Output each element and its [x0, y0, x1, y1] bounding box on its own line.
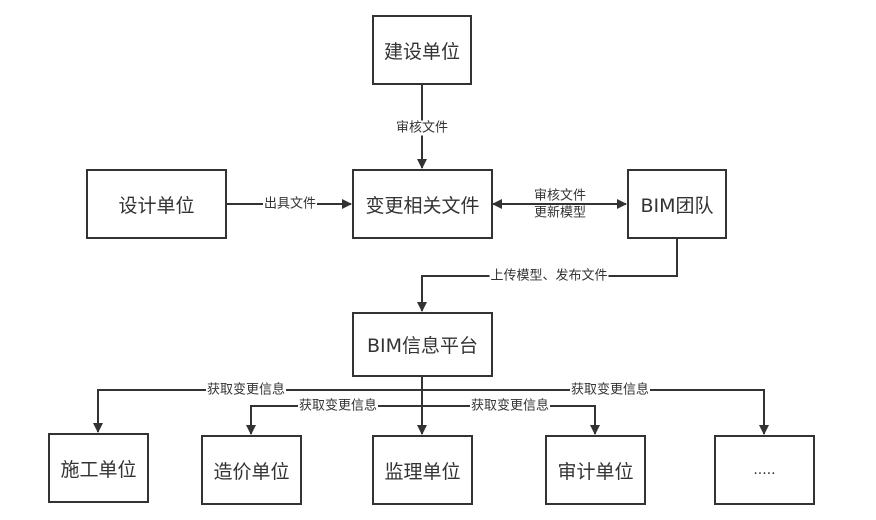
node-construction-label: 施工单位	[60, 458, 137, 481]
edge-label-platform-to-construction: 获取变更信息	[205, 382, 287, 398]
edge-platform-to-others	[422, 389, 769, 435]
node-supervision[interactable]: 监理单位	[372, 435, 473, 505]
edge-label-docs-team-review: 审核文件	[533, 188, 587, 204]
node-others[interactable]: .....	[714, 435, 815, 505]
node-construction[interactable]: 施工单位	[48, 433, 149, 503]
node-designer[interactable]: 设计单位	[86, 169, 227, 239]
edge-label-platform-to-audit: 获取变更信息	[469, 398, 551, 414]
edge-label-docs-team-update: 更新模型	[533, 205, 587, 221]
edge-label-designer-to-docs: 出具文件	[262, 196, 318, 212]
node-others-label: .....	[753, 462, 776, 478]
node-bim-platform-label: BIM信息平台	[366, 335, 479, 357]
edge-label-owner-to-docs: 审核文件	[394, 120, 450, 136]
node-audit-label: 审计单位	[557, 460, 634, 483]
node-bim-team-label: BIM团队	[640, 194, 714, 217]
node-change-docs-label: 变更相关文件	[365, 194, 480, 217]
node-owner-label: 建设单位	[383, 40, 460, 63]
node-owner[interactable]: 建设单位	[372, 15, 472, 85]
node-bim-platform[interactable]: BIM信息平台	[352, 312, 493, 377]
node-bim-team[interactable]: BIM团队	[627, 169, 727, 239]
edge-label-team-to-platform: 上传模型、发布文件	[489, 268, 609, 284]
node-audit[interactable]: 审计单位	[545, 435, 646, 505]
node-cost-label: 造价单位	[213, 460, 290, 483]
edge-label-platform-to-cost: 获取变更信息	[297, 398, 379, 414]
node-cost[interactable]: 造价单位	[201, 435, 302, 505]
edge-label-platform-to-others: 获取变更信息	[569, 382, 651, 398]
node-supervision-label: 监理单位	[384, 460, 461, 483]
node-designer-label: 设计单位	[118, 194, 195, 217]
node-change-docs[interactable]: 变更相关文件	[352, 169, 493, 239]
edge-platform-to-construction	[93, 389, 422, 433]
